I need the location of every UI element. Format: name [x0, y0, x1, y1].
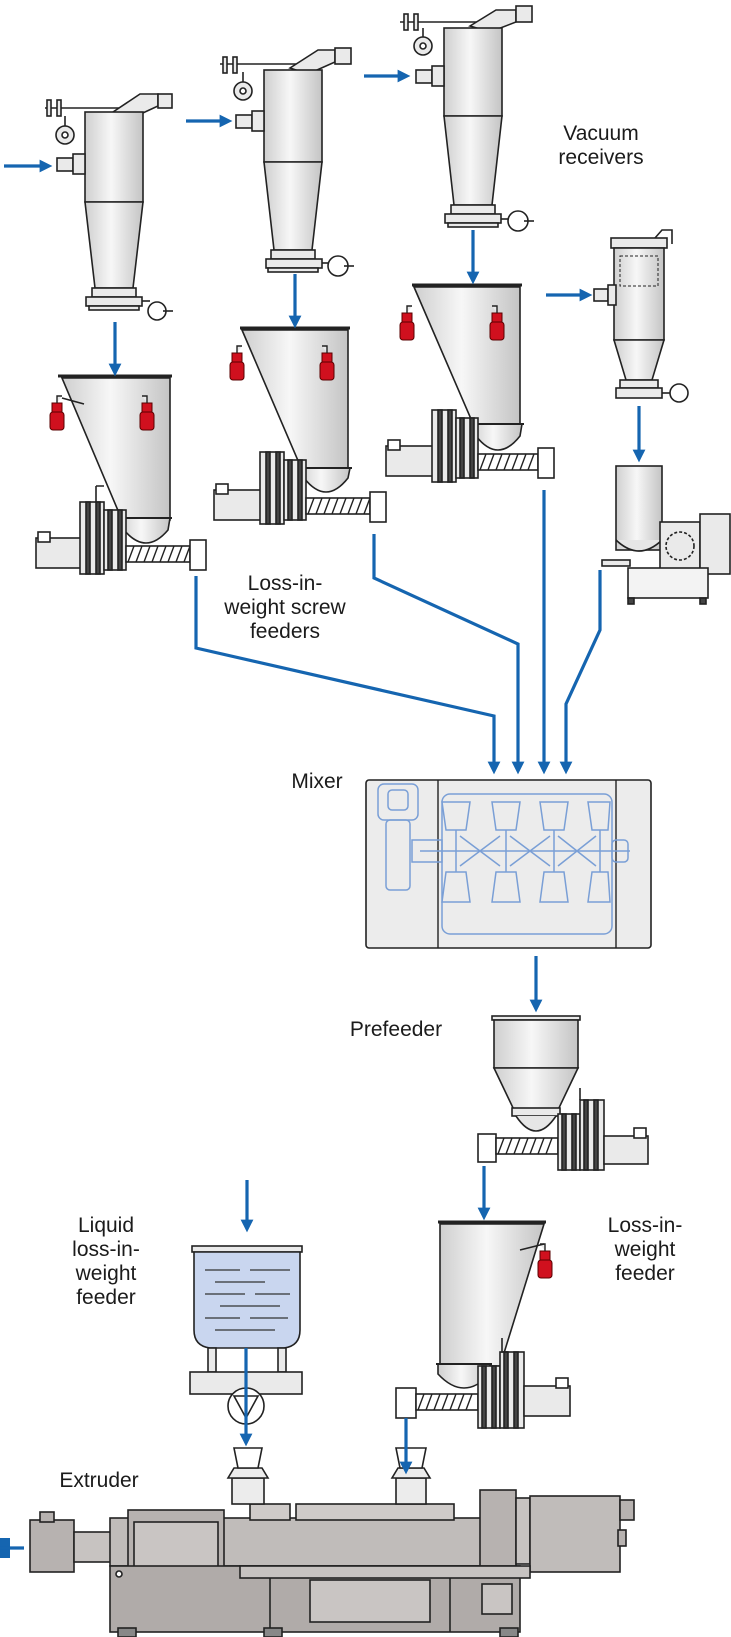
- mixer: [366, 780, 651, 948]
- vacuum-receiver-3: [400, 6, 534, 231]
- vacuum-receiver-1: [45, 94, 173, 320]
- screw-feeder-4: [602, 466, 730, 604]
- arrow-feeder2-mixer: [374, 534, 518, 768]
- label-screw-feeders: Loss-in- weight screw feeders: [206, 572, 364, 644]
- vacuum-receiver-4: [594, 230, 688, 402]
- label-extruder: Extruder: [44, 1469, 154, 1493]
- label-liquid-feeder: Liquid loss-in- weight feeder: [54, 1214, 158, 1310]
- arrow-feeder4-mixer: [566, 570, 600, 768]
- label-lw-feeder: Loss-in- weight feeder: [590, 1214, 700, 1286]
- label-mixer: Mixer: [282, 770, 352, 794]
- label-vacuum-receivers: Vacuum receivers: [536, 122, 666, 170]
- vacuum-receiver-2: [220, 48, 354, 276]
- prefeeder: [478, 1016, 648, 1170]
- label-prefeeder: Prefeeder: [334, 1018, 458, 1042]
